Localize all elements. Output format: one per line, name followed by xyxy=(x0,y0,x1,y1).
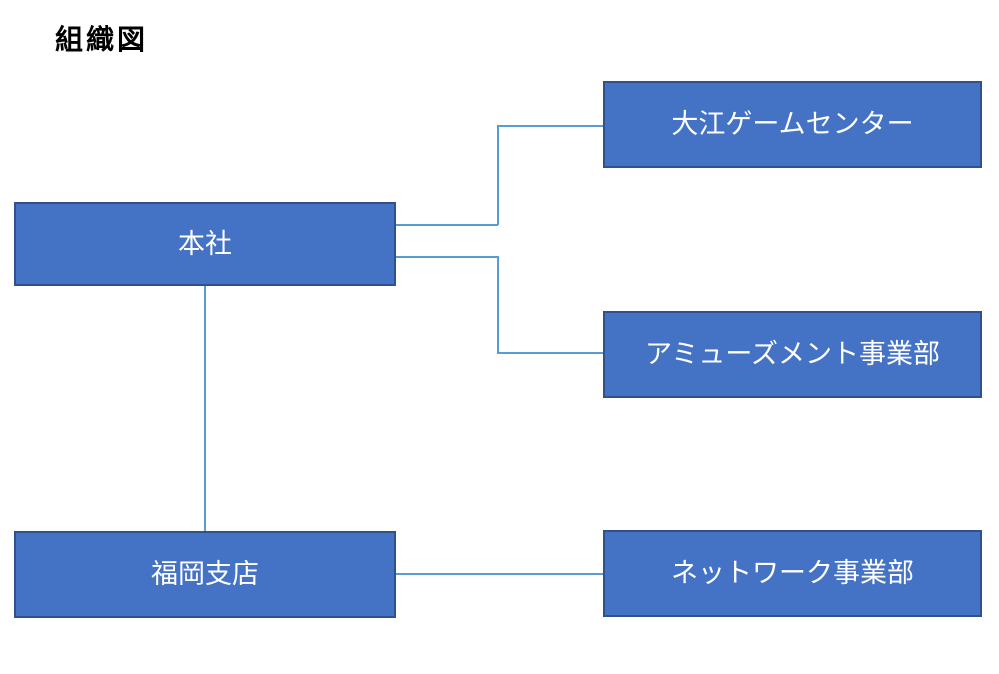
node-network-division[interactable]: ネットワーク事業部 xyxy=(603,530,982,617)
org-chart-title: 組織図 xyxy=(55,24,149,55)
connector-honsha-amusement-segment xyxy=(396,256,498,258)
connector-honsha-oe-segment xyxy=(497,125,499,225)
connector-honsha-amusement-segment xyxy=(497,256,499,353)
connector-fukuoka-network-segment xyxy=(396,573,604,575)
node-honsha[interactable]: 本社 xyxy=(14,202,396,286)
node-amusement-division[interactable]: アミューズメント事業部 xyxy=(603,311,982,398)
connector-honsha-oe-segment xyxy=(396,224,498,226)
node-label: 福岡支店 xyxy=(151,559,259,589)
connector-honsha-fukuoka-segment xyxy=(204,286,206,531)
node-oe-game-center[interactable]: 大江ゲームセンター xyxy=(603,81,982,168)
node-label: 大江ゲームセンター xyxy=(671,109,914,139)
connector-honsha-oe-segment xyxy=(497,125,604,127)
connector-honsha-amusement-segment xyxy=(497,352,604,354)
node-label: アミューズメント事業部 xyxy=(644,339,941,369)
node-label: ネットワーク事業部 xyxy=(671,558,914,588)
node-label: 本社 xyxy=(178,228,232,259)
node-fukuoka-branch[interactable]: 福岡支店 xyxy=(14,531,396,618)
